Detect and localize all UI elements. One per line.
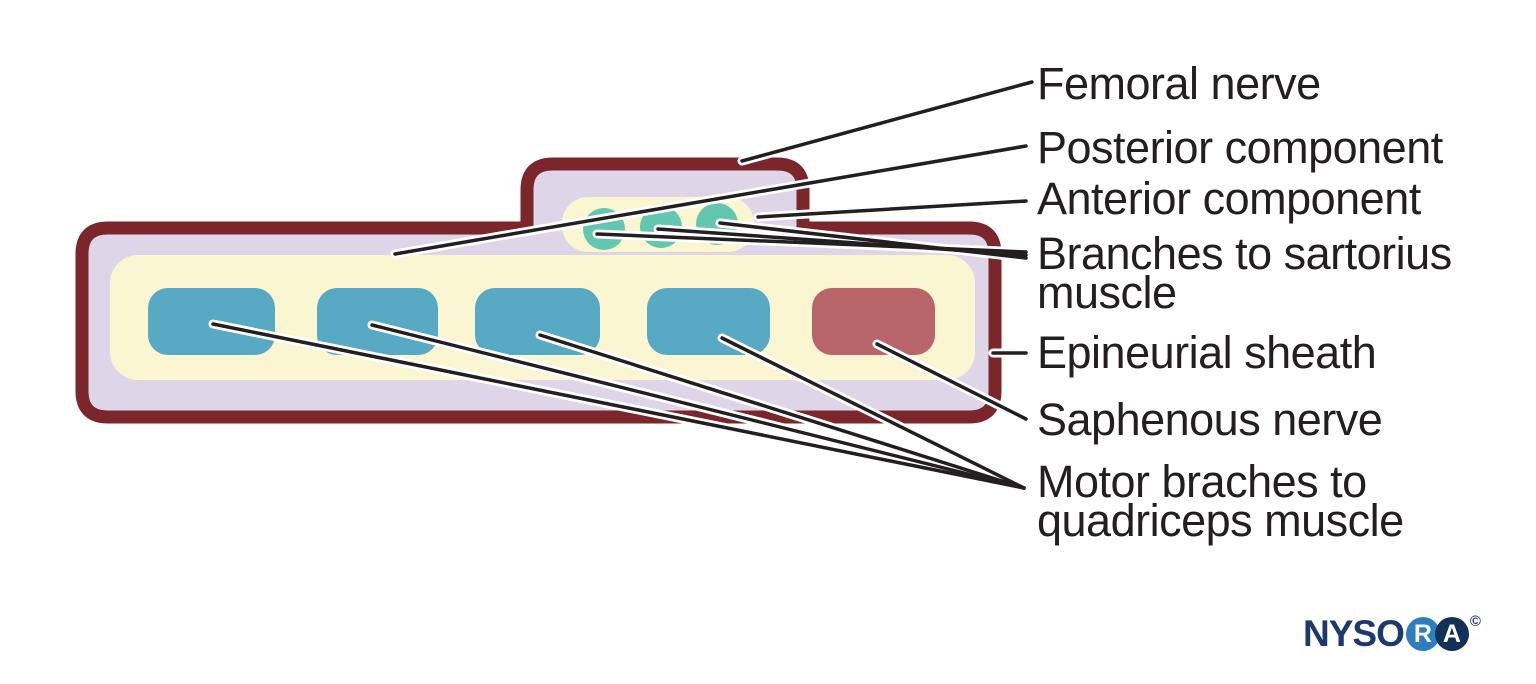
label-motor-line1: Motor braches to: [1037, 456, 1367, 507]
leader-sartorius-3: [718, 221, 1028, 260]
label-branches-to-sartorius: Branches to sartorius muscle: [1037, 228, 1452, 318]
copyright-symbol: ©: [1469, 612, 1481, 630]
label-epineurial-sheath: Epineurial sheath: [1037, 327, 1377, 378]
label-motor-line2: quadriceps muscle: [1037, 495, 1404, 546]
label-saphenous-nerve: Saphenous nerve: [1037, 394, 1383, 445]
label-branches-line2: muscle: [1037, 267, 1177, 318]
leader-motor-4: [720, 336, 1026, 490]
label-posterior-component: Posterior component: [1037, 122, 1443, 173]
leader-saphenous-nerve: [875, 342, 1028, 421]
quadriceps-fascicle-4: [647, 288, 770, 355]
nysora-wordmark: NYSO: [1303, 613, 1405, 654]
nysora-r-disc: R: [1405, 617, 1440, 651]
leader-posterior-component: [393, 144, 1028, 256]
leader-motor-2: [370, 323, 1026, 490]
label-femoral-nerve: Femoral nerve: [1037, 58, 1321, 109]
quadriceps-fascicle-3: [475, 288, 600, 355]
saphenous-fascicle: [812, 288, 935, 355]
leader-anterior-component: [756, 199, 1028, 219]
nysora-a-disc: A: [1434, 617, 1469, 651]
leader-motor-1: [211, 322, 1026, 490]
nysora-logo: NYSO R A ©: [1303, 611, 1481, 657]
leader-femoral-nerve: [740, 80, 1034, 163]
leader-lines: [211, 80, 1034, 490]
label-motor-branches-quadriceps: Motor braches to quadriceps muscle: [1037, 456, 1404, 546]
leader-motor-3: [538, 333, 1026, 490]
label-anterior-component: Anterior component: [1037, 173, 1421, 224]
label-branches-line1: Branches to sartorius: [1037, 228, 1452, 279]
